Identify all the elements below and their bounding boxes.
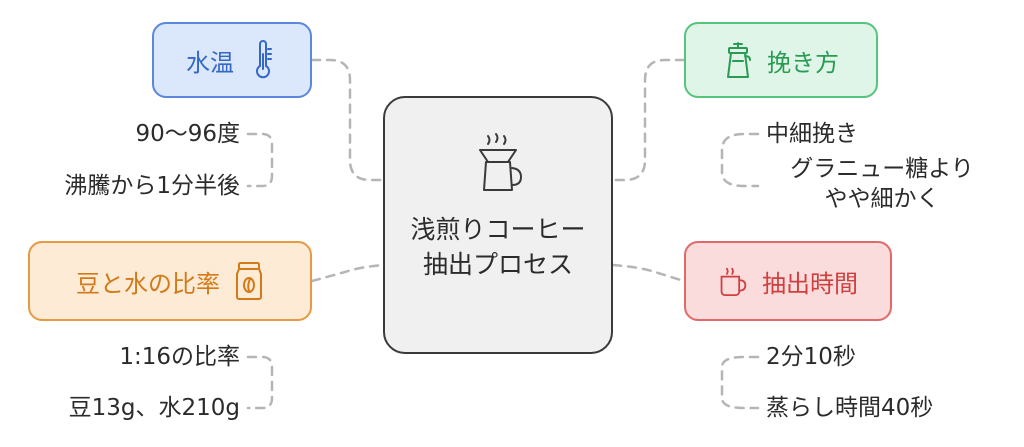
time-item-1: 2分10秒 (766, 344, 856, 370)
connector-ratio-items (246, 355, 274, 410)
grind-item-2: グラニュー糖より やや細かく (790, 156, 974, 212)
water-temp-node: 水温 (152, 22, 312, 98)
connector-water-temp-items (246, 132, 274, 188)
coffee-cup-icon (718, 261, 748, 301)
connector-grind (611, 58, 686, 182)
connector-time (611, 263, 686, 283)
water-temp-item-1: 90〜96度 (135, 121, 240, 147)
water-temp-label: 水温 (186, 48, 234, 77)
time-item-2: 蒸らし時間40秒 (766, 395, 934, 421)
connector-water-temp (310, 58, 385, 182)
ratio-item-1: 1:16の比率 (119, 344, 240, 370)
water-temp-item-2: 沸騰から1分半後 (64, 173, 240, 199)
time-label: 抽出時間 (762, 269, 858, 298)
coffee-jar-icon (234, 261, 264, 301)
center-node: 浅煎りコーヒー抽出プロセス (383, 96, 613, 354)
center-title: 浅煎りコーヒー抽出プロセス (410, 215, 586, 279)
ratio-item-2: 豆13g、水210g (68, 395, 240, 421)
ratio-label: 豆と水の比率 (76, 269, 220, 298)
grinder-icon (723, 40, 753, 80)
time-node: 抽出時間 (684, 241, 892, 321)
connector-time-items (720, 355, 760, 410)
thermometer-icon (248, 40, 278, 80)
coffee-dripper-icon (472, 132, 524, 198)
ratio-node: 豆と水の比率 (28, 241, 312, 321)
connector-grind-items (720, 132, 760, 188)
grind-item-1: 中細挽き (766, 121, 858, 147)
connector-ratio (310, 263, 385, 283)
grind-label: 挽き方 (767, 48, 839, 77)
grind-node: 挽き方 (684, 22, 878, 98)
